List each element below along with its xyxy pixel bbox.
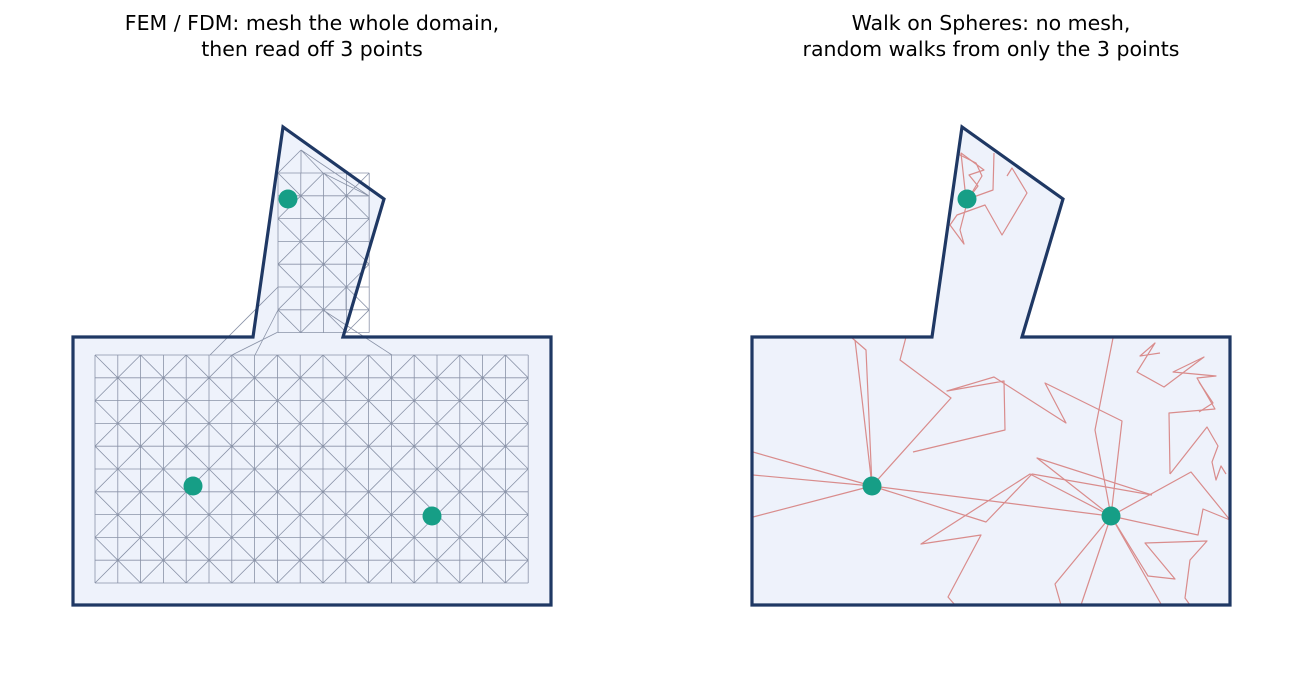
random-walk-path bbox=[752, 485, 873, 518]
mesh-edges bbox=[94, 149, 529, 584]
query-point bbox=[278, 189, 298, 209]
random-walk-path bbox=[850, 336, 873, 487]
left-title-line2: then read off 3 points bbox=[201, 37, 423, 61]
query-point bbox=[183, 476, 203, 496]
left-panel-title: FEM / FDM: mesh the whole domain, then r… bbox=[32, 10, 592, 62]
fem-panel bbox=[71, 124, 553, 607]
random-walk-path bbox=[871, 485, 1111, 517]
left-domain-outline bbox=[71, 124, 553, 607]
random-walk-path bbox=[1036, 457, 1153, 517]
random-walk-path bbox=[1169, 426, 1227, 481]
random-walk-path bbox=[1080, 515, 1112, 606]
right-query-points bbox=[862, 189, 1121, 526]
query-point bbox=[422, 506, 442, 526]
wos-panel bbox=[750, 124, 1232, 607]
random-walk-path bbox=[1054, 515, 1112, 606]
random-walk-path bbox=[1136, 342, 1217, 475]
random-walk-path bbox=[920, 473, 1112, 606]
random-walk-path bbox=[967, 152, 995, 200]
random-walk-path bbox=[854, 339, 873, 487]
random-walk-path bbox=[912, 376, 1123, 517]
left-query-points bbox=[183, 189, 442, 526]
random-walk-path bbox=[752, 451, 873, 487]
left-title-line1: FEM / FDM: mesh the whole domain, bbox=[124, 11, 500, 35]
query-point bbox=[957, 189, 977, 209]
right-title-line1: Walk on Spheres: no mesh, bbox=[851, 11, 1131, 35]
fem-mesh bbox=[94, 149, 529, 584]
right-domain-outline bbox=[750, 124, 1232, 607]
query-point bbox=[1101, 506, 1121, 526]
random-walk-path bbox=[1110, 515, 1162, 605]
random-walk-path bbox=[871, 336, 952, 487]
random-walk-path bbox=[1110, 471, 1231, 536]
right-panel-title: Walk on Spheres: no mesh, random walks f… bbox=[711, 10, 1271, 62]
random-walk-path bbox=[752, 474, 873, 487]
random-walk-path bbox=[1094, 337, 1114, 517]
random-walk-path bbox=[871, 473, 1153, 523]
random-walk-path bbox=[957, 153, 983, 200]
random-walk-path bbox=[1198, 381, 1214, 413]
random-walk-path bbox=[1110, 515, 1208, 606]
random-walks bbox=[752, 152, 1231, 606]
right-title-line2: random walks from only the 3 points bbox=[802, 37, 1180, 61]
random-walk-path bbox=[949, 167, 1028, 245]
random-walk-path bbox=[960, 152, 985, 200]
query-point bbox=[862, 476, 882, 496]
right-domain-shape bbox=[752, 127, 1230, 605]
